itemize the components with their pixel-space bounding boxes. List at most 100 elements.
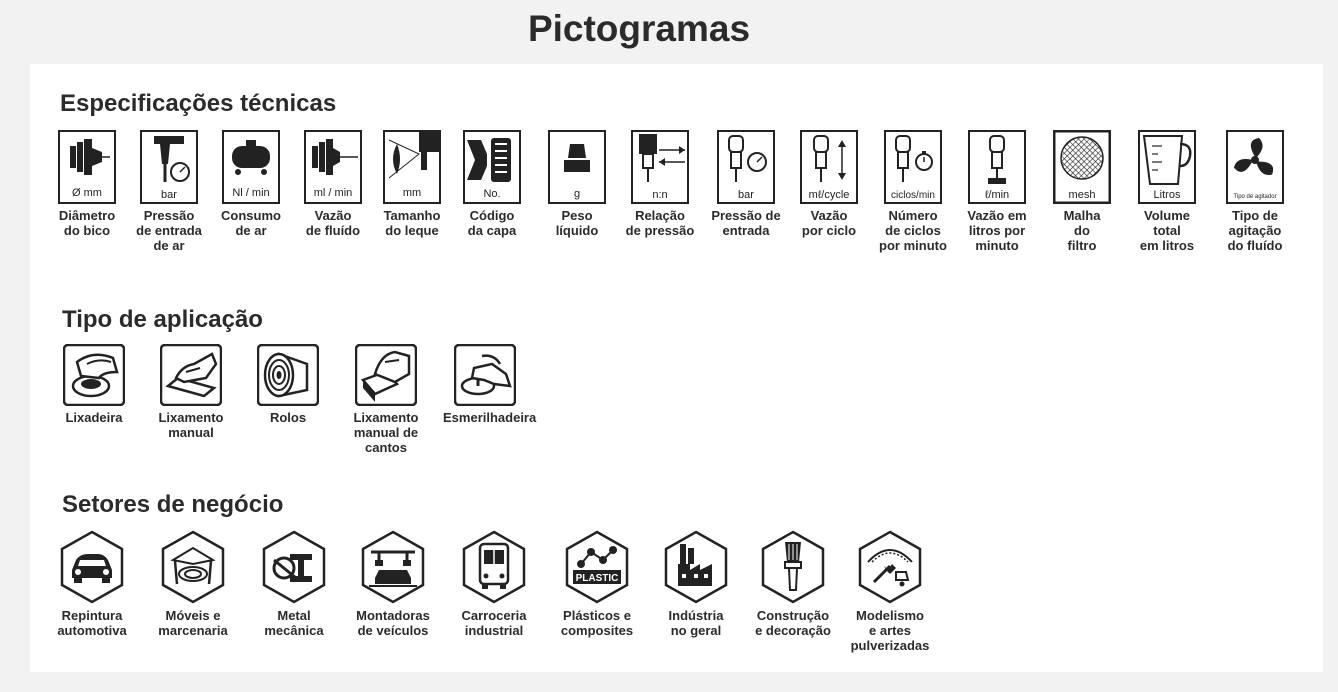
spec-label: Consumo de ar: [221, 208, 281, 238]
svg-text:ml / min: ml / min: [314, 187, 353, 199]
spec-air-inlet-pressure: bar Pressão de entrada de ar: [127, 130, 211, 253]
angle-grinder-icon: [454, 344, 516, 406]
spec-label: Malha do filtro: [1063, 208, 1101, 253]
spec-pressure-ratio: n:n Relação de pressão: [618, 130, 702, 238]
spec-label: Tamanho do leque: [383, 208, 441, 238]
spec-label: Vazão em litros por minuto: [967, 208, 1027, 253]
svg-text:n:n: n:n: [652, 189, 667, 201]
sector-construction: Construção e decoração: [751, 530, 835, 638]
svg-text:ℓ/min: ℓ/min: [985, 189, 1009, 201]
propeller-icon: Tipo de agitador: [1226, 130, 1284, 204]
sector-furniture: Móveis e marcenaria: [151, 530, 235, 638]
spec-total-volume: Litros Volume total em litros: [1125, 130, 1209, 253]
compressor-icon: Nl / min: [222, 130, 280, 204]
sector-label: Carroceria industrial: [461, 608, 527, 638]
svg-text:mm: mm: [403, 187, 421, 199]
application-label: Lixamento manual: [158, 410, 224, 440]
spec-air-consumption: Nl / min Consumo de ar: [209, 130, 293, 238]
spec-filter-mesh: mesh Malha do filtro: [1040, 130, 1124, 253]
page-title: Pictogramas: [527, 8, 751, 49]
pump-cycle-icon: mℓ/cycle: [800, 130, 858, 204]
spec-inlet-pressure: bar Pressão de entrada: [704, 130, 788, 238]
svg-text:bar: bar: [161, 189, 177, 201]
svg-text:bar: bar: [738, 189, 754, 201]
pump-gauge-icon: bar: [717, 130, 775, 204]
spec-liters-per-minute: ℓ/min Vazão em litros por minuto: [955, 130, 1039, 253]
weight-icon: g: [548, 130, 606, 204]
airbrush-art-icon: [856, 530, 924, 604]
sector-label: Modelismo e artes pulverizadas: [850, 608, 930, 653]
sector-vehicle-manufacturers: Montadoras de veículos: [351, 530, 435, 638]
spec-label: Peso líquido: [555, 208, 599, 238]
sectors-heading: Setores de negócio: [62, 491, 284, 518]
application-heading: Tipo de aplicação: [62, 306, 263, 333]
svg-text:mℓ/cycle: mℓ/cycle: [809, 189, 850, 201]
application-label: Lixamento manual de cantos: [353, 410, 419, 455]
spec-label: Volume total em litros: [1139, 208, 1195, 253]
spec-label: Código da capa: [467, 208, 517, 238]
svg-text:mesh: mesh: [1069, 189, 1096, 201]
application-label: Lixadeira: [65, 410, 123, 425]
spec-label: Número de ciclos por minuto: [879, 208, 947, 253]
application-sander: Lixadeira: [52, 344, 136, 425]
sector-label: Metal mecânica: [264, 608, 324, 638]
spec-label: Pressão de entrada: [711, 208, 781, 238]
pump-ratio-icon: n:n: [631, 130, 689, 204]
spec-fan-size: mm Tamanho do leque: [370, 130, 454, 238]
paintbrush-icon: [759, 530, 827, 604]
bus-icon: [460, 530, 528, 604]
pump-flow-icon: ℓ/min: [968, 130, 1026, 204]
pump-stopwatch-icon: ciclos/min: [884, 130, 942, 204]
sector-metalworking: Metal mecânica: [252, 530, 336, 638]
spec-label: Pressão de entrada de ar: [136, 208, 202, 253]
svg-text:PLASTIC: PLASTIC: [576, 573, 619, 584]
spec-net-weight: g Peso líquido: [535, 130, 619, 238]
sector-automotive-refinish: Repintura automotiva: [50, 530, 134, 638]
sector-label: Repintura automotiva: [57, 608, 127, 638]
sector-industrial-bodywork: Carroceria industrial: [452, 530, 536, 638]
spec-nozzle-diameter: Ø mm Diâmetro do bico: [45, 130, 129, 238]
application-grinder: Esmerilhadeira: [443, 344, 537, 425]
orbital-sander-icon: [63, 344, 125, 406]
spray-fan-icon: mm: [383, 130, 441, 204]
specs-heading: Especificações técnicas: [60, 90, 337, 117]
pictogram-panel: Especificações técnicas Ø mm Diâmetro do…: [30, 64, 1323, 672]
nozzle-flow-icon: ml / min: [304, 130, 362, 204]
hand-sanding-icon: [160, 344, 222, 406]
application-label: Rolos: [269, 410, 307, 425]
svg-text:No.: No.: [483, 188, 500, 200]
wood-table-icon: [159, 530, 227, 604]
svg-text:Tipo de agitador: Tipo de agitador: [1233, 194, 1276, 200]
sector-plastics: PLASTIC Plásticos e composites: [555, 530, 639, 638]
sector-label: Plásticos e composites: [560, 608, 634, 638]
sector-label: Indústria no geral: [668, 608, 724, 638]
plastic-molecule-icon: PLASTIC: [563, 530, 631, 604]
abrasive-roll-icon: [257, 344, 319, 406]
car-icon: [58, 530, 126, 604]
svg-text:g: g: [574, 188, 580, 200]
measuring-jug-icon: Litros: [1138, 130, 1196, 204]
svg-text:Litros: Litros: [1154, 189, 1181, 201]
edge-sanding-icon: [355, 344, 417, 406]
factory-icon: [662, 530, 730, 604]
sector-label: Móveis e marcenaria: [158, 608, 228, 638]
mesh-icon: mesh: [1053, 130, 1111, 204]
spray-gun-gauge-icon: bar: [140, 130, 198, 204]
spec-fluid-flow: ml / min Vazão de fluído: [291, 130, 375, 238]
spec-label: Relação de pressão: [625, 208, 695, 238]
spec-cycles-per-minute: ciclos/min Número de ciclos por minuto: [871, 130, 955, 253]
nozzle-diameter-icon: Ø mm: [58, 130, 116, 204]
spec-label: Diâmetro do bico: [58, 208, 116, 238]
sector-general-industry: Indústria no geral: [654, 530, 738, 638]
spec-label: Vazão por ciclo: [801, 208, 857, 238]
steel-beam-icon: [260, 530, 328, 604]
svg-text:ciclos/min: ciclos/min: [891, 190, 935, 201]
assembly-line-icon: [359, 530, 427, 604]
sector-label: Construção e decoração: [755, 608, 831, 638]
spec-label: Tipo de agitação do fluído: [1227, 208, 1283, 253]
spec-air-cap-code: No. Código da capa: [450, 130, 534, 238]
application-label: Esmerilhadeira: [443, 410, 537, 425]
application-manual-sanding: Lixamento manual: [149, 344, 233, 440]
spec-flow-per-cycle: mℓ/cycle Vazão por ciclo: [787, 130, 871, 238]
application-rollers: Rolos: [246, 344, 330, 425]
